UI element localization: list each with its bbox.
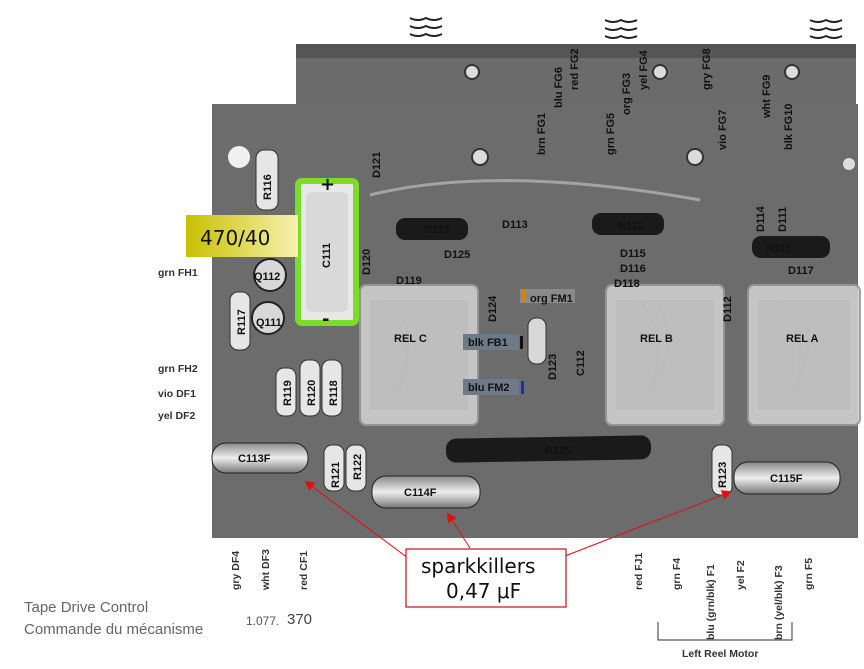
- label-c113f: C113F: [238, 453, 271, 465]
- resistor-bodies: [229, 149, 830, 496]
- conn-red-fg2: red FG2: [569, 48, 581, 90]
- conn-yel-df2: yel DF2: [158, 410, 196, 422]
- conn-blu-f1: blu (grn/blk) F1: [705, 564, 717, 640]
- caption-title-fr: Commande du mécanisme: [24, 621, 203, 638]
- label-r113: R113: [424, 224, 450, 236]
- label-d119: D119: [396, 275, 422, 287]
- conn-grn-fg5: grn FG5: [605, 113, 617, 155]
- label-q111: Q111: [256, 317, 282, 329]
- conn-org-fg3: org FG3: [621, 73, 633, 115]
- label-org-fm1: org FM1: [530, 293, 573, 305]
- motor-bracket: [657, 622, 793, 641]
- label-rel-a: REL A: [786, 333, 818, 345]
- label-rel-c: REL C: [394, 333, 427, 345]
- motor-label: Left Reel Motor: [682, 648, 758, 660]
- label-r122: R122: [352, 454, 364, 480]
- label-r117: R117: [236, 309, 248, 335]
- label-d113: D113: [502, 219, 528, 231]
- conn-grn-f5: grn F5: [803, 558, 815, 590]
- left-connectors: grn FH1 grn FH2 vio DF1 yel DF2: [158, 267, 198, 422]
- wire-markers: [463, 289, 575, 395]
- label-q112: Q112: [254, 271, 280, 283]
- label-c114f: C114F: [404, 487, 437, 499]
- conn-yel-fg4: yel FG4: [638, 49, 650, 90]
- label-c111: C111: [321, 243, 333, 268]
- conn-grn-fh1: grn FH1: [158, 267, 198, 279]
- label-d114: D114: [755, 205, 767, 232]
- bottom-connectors: gry DF4 wht DF3 red CF1 red FJ1 grn F4 b…: [230, 549, 815, 640]
- capacitor-value-label: 470/40: [186, 215, 298, 257]
- sparkkiller-callout: sparkkillers 0,47 μF: [304, 480, 732, 608]
- label-c112: C112: [575, 350, 587, 376]
- label-blk-fb1: blk FB1: [468, 337, 508, 349]
- sparkkiller-value: 0,47 μF: [446, 579, 521, 603]
- label-d118: D118: [614, 278, 640, 290]
- minus-sign: -: [322, 309, 329, 330]
- conn-wht-df3: wht DF3: [260, 549, 272, 591]
- label-d111: D111: [777, 207, 789, 232]
- label-d124: D124: [487, 295, 499, 322]
- relay-housings: [359, 284, 861, 426]
- caption-part-prefix: 1.077.: [246, 614, 279, 628]
- conn-red-fj1: red FJ1: [633, 552, 645, 590]
- conn-vio-fg7: vio FG7: [717, 110, 729, 150]
- caption-title-en: Tape Drive Control: [24, 599, 148, 616]
- label-r120: R120: [306, 380, 318, 406]
- electrolytic-capacitors: [211, 317, 841, 509]
- label-d112: D112: [722, 296, 734, 322]
- caption: Tape Drive Control Commande du mécanisme…: [24, 599, 312, 638]
- conn-blu-fg6: blu FG6: [553, 67, 565, 108]
- label-rel-b: REL B: [640, 333, 673, 345]
- conn-wht-fg9: wht FG9: [761, 75, 773, 119]
- top-connectors: brn FG1 blu FG6 red FG2 grn FG5 org FG3 …: [536, 48, 795, 155]
- vertical-labels: R116 R117 R119 R120 R118 R121 R122 R123 …: [236, 152, 789, 488]
- sparkkiller-text: sparkkillers: [421, 554, 535, 578]
- label-d123: D123: [547, 354, 559, 380]
- label-d121: D121: [371, 152, 383, 178]
- label-r111: R111: [766, 243, 791, 255]
- conn-gry-fg8: gry FG8: [701, 48, 713, 90]
- conn-grn-f4: grn F4: [671, 558, 683, 590]
- conn-brn-fg1: brn FG1: [536, 113, 548, 155]
- label-d117: D117: [788, 265, 814, 277]
- conn-grn-fh2: grn FH2: [158, 363, 198, 375]
- caption-part-suffix: 370: [287, 611, 312, 628]
- transistors: [251, 258, 287, 335]
- label-r112: R112: [618, 220, 644, 232]
- component-labels: R113 R112 R111 R125 D113 D125 D119 D115 …: [238, 219, 818, 499]
- label-r118: R118: [328, 380, 340, 406]
- label-d125: D125: [444, 249, 470, 261]
- conn-blk-fg10: blk FG10: [783, 104, 795, 150]
- label-d120: D120: [361, 249, 373, 275]
- plus-sign: +: [320, 174, 335, 195]
- label-d115: D115: [620, 248, 646, 260]
- label-r121: R121: [330, 462, 342, 488]
- conn-vio-df1: vio DF1: [158, 388, 196, 400]
- conn-gry-df4: gry DF4: [230, 551, 242, 590]
- label-r123: R123: [717, 462, 729, 488]
- label-r119: R119: [282, 380, 294, 406]
- label-r116: R116: [262, 174, 274, 200]
- conn-yel-f2: yel F2: [735, 560, 747, 590]
- capacitor-value-text: 470/40: [200, 226, 270, 250]
- label-blu-fm2: blu FM2: [468, 382, 510, 394]
- conn-red-cf1: red CF1: [298, 551, 310, 590]
- spring-contacts: [409, 16, 843, 39]
- conn-brn-f3: brn (yel/blk) F3: [773, 565, 785, 640]
- label-r125: R125: [545, 445, 571, 457]
- label-c115f: C115F: [770, 473, 803, 485]
- label-d116: D116: [620, 263, 646, 275]
